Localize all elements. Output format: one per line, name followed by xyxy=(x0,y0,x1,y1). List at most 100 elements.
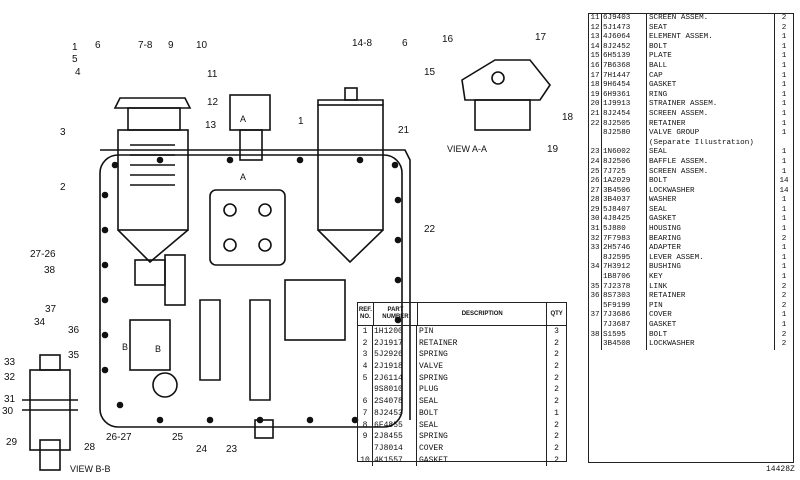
cell-description: SCREEN ASSEM. xyxy=(647,109,775,120)
cell-part-number: 9S8010 xyxy=(373,384,417,397)
cell-part-number: 4J8425 xyxy=(602,215,647,226)
cell-qty: 2 xyxy=(781,330,787,339)
cell-ref: 16 xyxy=(589,61,602,72)
callout-label: 1 xyxy=(72,42,78,53)
cell-ref: 8 xyxy=(358,419,373,432)
cell-qty: 2 xyxy=(781,282,787,291)
center-valve-housing xyxy=(209,94,286,266)
cell-part-number: 7H3912 xyxy=(602,263,647,274)
cell-description: SEAT xyxy=(647,23,775,34)
cell-description: COVER xyxy=(647,311,775,321)
cell-description: PLUG xyxy=(417,384,547,397)
cell-description: BUSHING xyxy=(647,263,775,274)
callout-label: 18 xyxy=(562,112,574,123)
cell-ref: 29 xyxy=(589,205,602,216)
cell-description: KEY xyxy=(647,273,775,283)
cell-description: SCREEN ASSEM. xyxy=(647,14,775,24)
cell-description: BOLT xyxy=(417,407,547,420)
cell-part-number: 1H1200 xyxy=(373,326,417,338)
cell-qty: 1 xyxy=(781,321,787,329)
cell-part-number: 4J6064 xyxy=(602,33,647,43)
left-strainer-assembly xyxy=(113,97,192,264)
sheet-number: 14428Z xyxy=(766,465,795,474)
callout-label: 37 xyxy=(45,304,57,315)
callout-label: 25 xyxy=(172,432,184,443)
cell-ref: 24 xyxy=(589,157,602,168)
callout-label: 2 xyxy=(60,182,66,193)
cell-ref: 10 xyxy=(358,454,373,467)
cell-part-number: 3B4508 xyxy=(602,340,647,350)
cell-ref xyxy=(589,321,602,331)
cell-part-number: 6H9361 xyxy=(602,90,647,101)
callout-label: 14-8 xyxy=(352,38,372,49)
header-qty: QTY xyxy=(550,310,563,317)
cell-ref xyxy=(358,442,373,455)
cell-ref: 35 xyxy=(589,282,602,293)
cell-part-number: 2H5746 xyxy=(602,244,647,254)
cell-ref: 30 xyxy=(589,215,602,226)
cell-qty: 1 xyxy=(781,225,787,234)
cell-qty: 1 xyxy=(781,81,787,90)
cell-part-number: 1B8706 xyxy=(602,273,647,283)
cell-qty: 2 xyxy=(554,350,559,360)
cell-ref: 25 xyxy=(589,167,602,178)
cell-description: CAP xyxy=(647,71,775,82)
cell-ref: 17 xyxy=(589,71,602,82)
cell-ref: 18 xyxy=(589,81,602,91)
callout-label: 9 xyxy=(168,40,174,51)
cell-part-number: 1J9913 xyxy=(602,100,647,110)
view-b-b-label: VIEW B-B xyxy=(70,464,111,474)
cell-part-number: 5F9199 xyxy=(602,301,647,312)
callout-label: 24 xyxy=(196,444,208,455)
cell-ref: 13 xyxy=(589,33,602,43)
cell-qty: 2 xyxy=(554,420,559,430)
cell-ref: 15 xyxy=(589,52,602,62)
cell-part-number: 4K1557 xyxy=(373,454,417,467)
cell-description: RING xyxy=(647,90,775,101)
cell-part-number: 8J2595 xyxy=(602,253,647,264)
cell-qty: 1 xyxy=(554,408,559,418)
cell-part-number: 7H1447 xyxy=(602,71,647,82)
callout-label: 6 xyxy=(402,38,408,49)
cell-part-number: 9H6454 xyxy=(602,81,647,91)
cell-ref: 3 xyxy=(358,349,373,362)
cell-part-number: 2J6114 xyxy=(373,372,417,385)
callout-label: 12 xyxy=(207,97,219,108)
cell-description: PIN xyxy=(647,301,775,312)
cell-description: BAFFLE ASSEM. xyxy=(647,157,775,168)
cell-qty: 1 xyxy=(781,61,787,70)
view-a-a-label: VIEW A-A xyxy=(447,144,487,154)
cell-ref: 19 xyxy=(589,90,602,101)
cell-part-number: 8J2506 xyxy=(602,157,647,168)
callout-label: 13 xyxy=(205,120,217,131)
cell-part-number: 2J1917 xyxy=(373,337,417,350)
header-ref: REF. NO. xyxy=(358,303,374,325)
callout-label: 5 xyxy=(72,54,78,65)
cell-description: SEAL xyxy=(647,148,775,158)
callout-label: 32 xyxy=(4,372,16,383)
callout-label: 21 xyxy=(398,125,410,136)
callout-label: 38 xyxy=(44,265,56,276)
cell-qty: 2 xyxy=(781,23,787,32)
cell-ref xyxy=(589,129,602,139)
callout-label: 17 xyxy=(535,32,547,43)
